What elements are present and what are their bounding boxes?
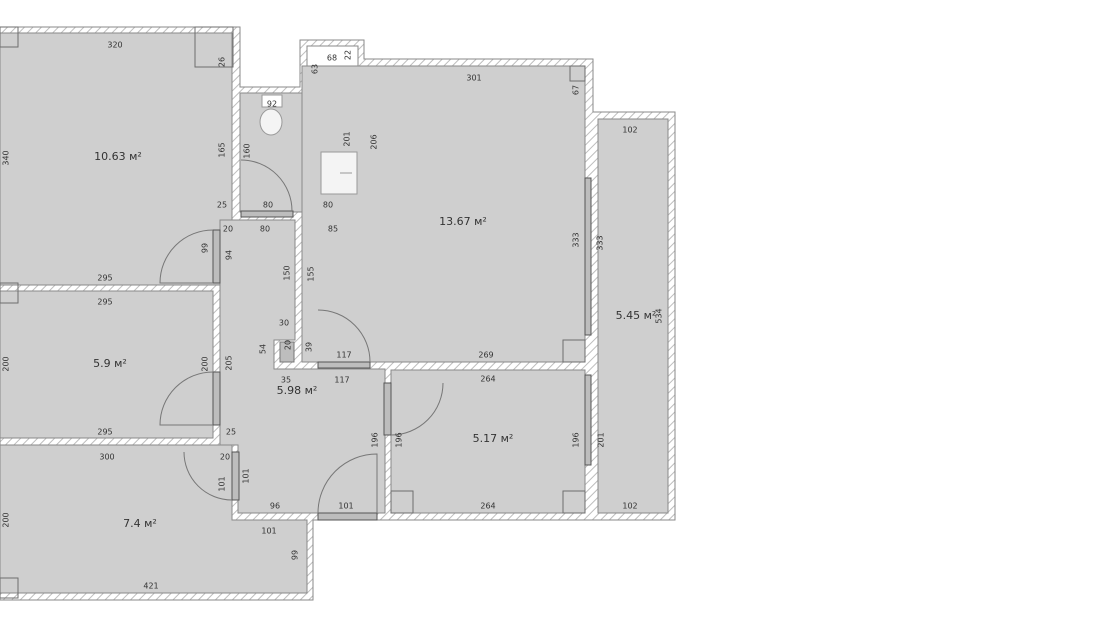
dimension-label: 300 [99, 453, 114, 462]
dimension-label: 68 [327, 54, 337, 63]
dimension-label: 340 [2, 150, 11, 165]
dimension-label: 534 [655, 308, 664, 323]
dimension-label: 80 [260, 225, 270, 234]
dimension-label: 196 [371, 432, 380, 447]
sink-icon [320, 151, 358, 195]
room-bedroom-2 [0, 290, 214, 439]
dimension-label: 201 [343, 131, 352, 146]
dimension-label: 295 [97, 428, 112, 437]
dimension-label: 102 [622, 126, 637, 135]
dimension-label: 200 [2, 356, 11, 371]
dimension-label: 67 [572, 85, 581, 95]
dimension-label: 85 [328, 225, 338, 234]
dimension-label: 25 [226, 428, 236, 437]
dimension-label: 63 [311, 64, 320, 74]
room-bedroom-3 [0, 444, 308, 594]
dimension-label: 101 [338, 502, 353, 511]
dimension-label: 295 [97, 274, 112, 283]
dimension-label: 96 [270, 502, 280, 511]
room-area-label: 5.45 м² [616, 309, 657, 322]
dimension-label: 99 [291, 550, 300, 560]
dimension-label: 333 [572, 232, 581, 247]
doors [159, 159, 444, 521]
dimension-label: 20 [220, 453, 230, 462]
dimension-label: 117 [334, 376, 349, 385]
dimension-label: 196 [572, 432, 581, 447]
room-area-label: 5.17 м² [473, 432, 514, 445]
dimension-label: 22 [344, 50, 353, 60]
dimension-label: 200 [2, 512, 11, 527]
room-balcony [597, 118, 669, 514]
dimension-label: 92 [267, 100, 277, 109]
dimension-label: 201 [597, 432, 606, 447]
dimension-label: 101 [242, 468, 251, 483]
dimension-label: 200 [201, 356, 210, 371]
room-area-label: 5.9 м² [93, 357, 127, 370]
dimension-label: 54 [259, 344, 268, 354]
room-bedroom-1 [0, 32, 233, 286]
dimension-label: 101 [218, 476, 227, 491]
column [279, 341, 295, 363]
dimension-label: 80 [263, 201, 273, 210]
dimension-label: 160 [243, 143, 252, 158]
dimension-label: 117 [336, 351, 351, 360]
dimension-label: 165 [218, 142, 227, 157]
dimension-label: 102 [622, 502, 637, 511]
dimension-label: 99 [201, 243, 210, 253]
room-bedroom-small [390, 369, 586, 514]
dimension-label: 421 [143, 582, 158, 591]
dimension-label: 333 [596, 235, 605, 250]
dimension-label: 205 [225, 355, 234, 370]
dimension-label: 301 [466, 74, 481, 83]
dimension-label: 39 [305, 342, 314, 352]
dimension-label: 264 [480, 502, 495, 511]
dimension-label: 20 [223, 225, 233, 234]
dimension-label: 94 [225, 250, 234, 260]
dimension-label: 25 [217, 201, 227, 210]
room-living [301, 65, 586, 363]
toilet-icon [259, 94, 283, 136]
dimension-label: 26 [218, 57, 227, 67]
dimension-label: 320 [107, 41, 122, 50]
room-area-label: 13.67 м² [439, 215, 487, 228]
room-area-label: 10.63 м² [94, 150, 142, 163]
labels: 10.63 м² 13.67 м² 5.45 м² 5.9 м² 5.98 м² 5.17… [2, 41, 664, 591]
fixtures [0, 26, 592, 599]
dimension-label: 295 [97, 298, 112, 307]
dimension-label: 20 [284, 340, 293, 350]
room-area-label: 7.4 м² [123, 517, 157, 530]
dimension-label: 150 [283, 265, 292, 280]
dimension-label: 269 [478, 351, 493, 360]
dimension-label: 80 [323, 201, 333, 210]
dimension-label: 30 [279, 319, 289, 328]
dimension-label: 264 [480, 375, 495, 384]
dimension-label: 101 [261, 527, 276, 536]
dimension-label: 35 [281, 376, 291, 385]
dimension-label: 155 [307, 266, 316, 281]
dimension-label: 196 [395, 432, 404, 447]
room-area-label: 5.98 м² [277, 384, 318, 397]
dimension-label: 206 [370, 134, 379, 149]
